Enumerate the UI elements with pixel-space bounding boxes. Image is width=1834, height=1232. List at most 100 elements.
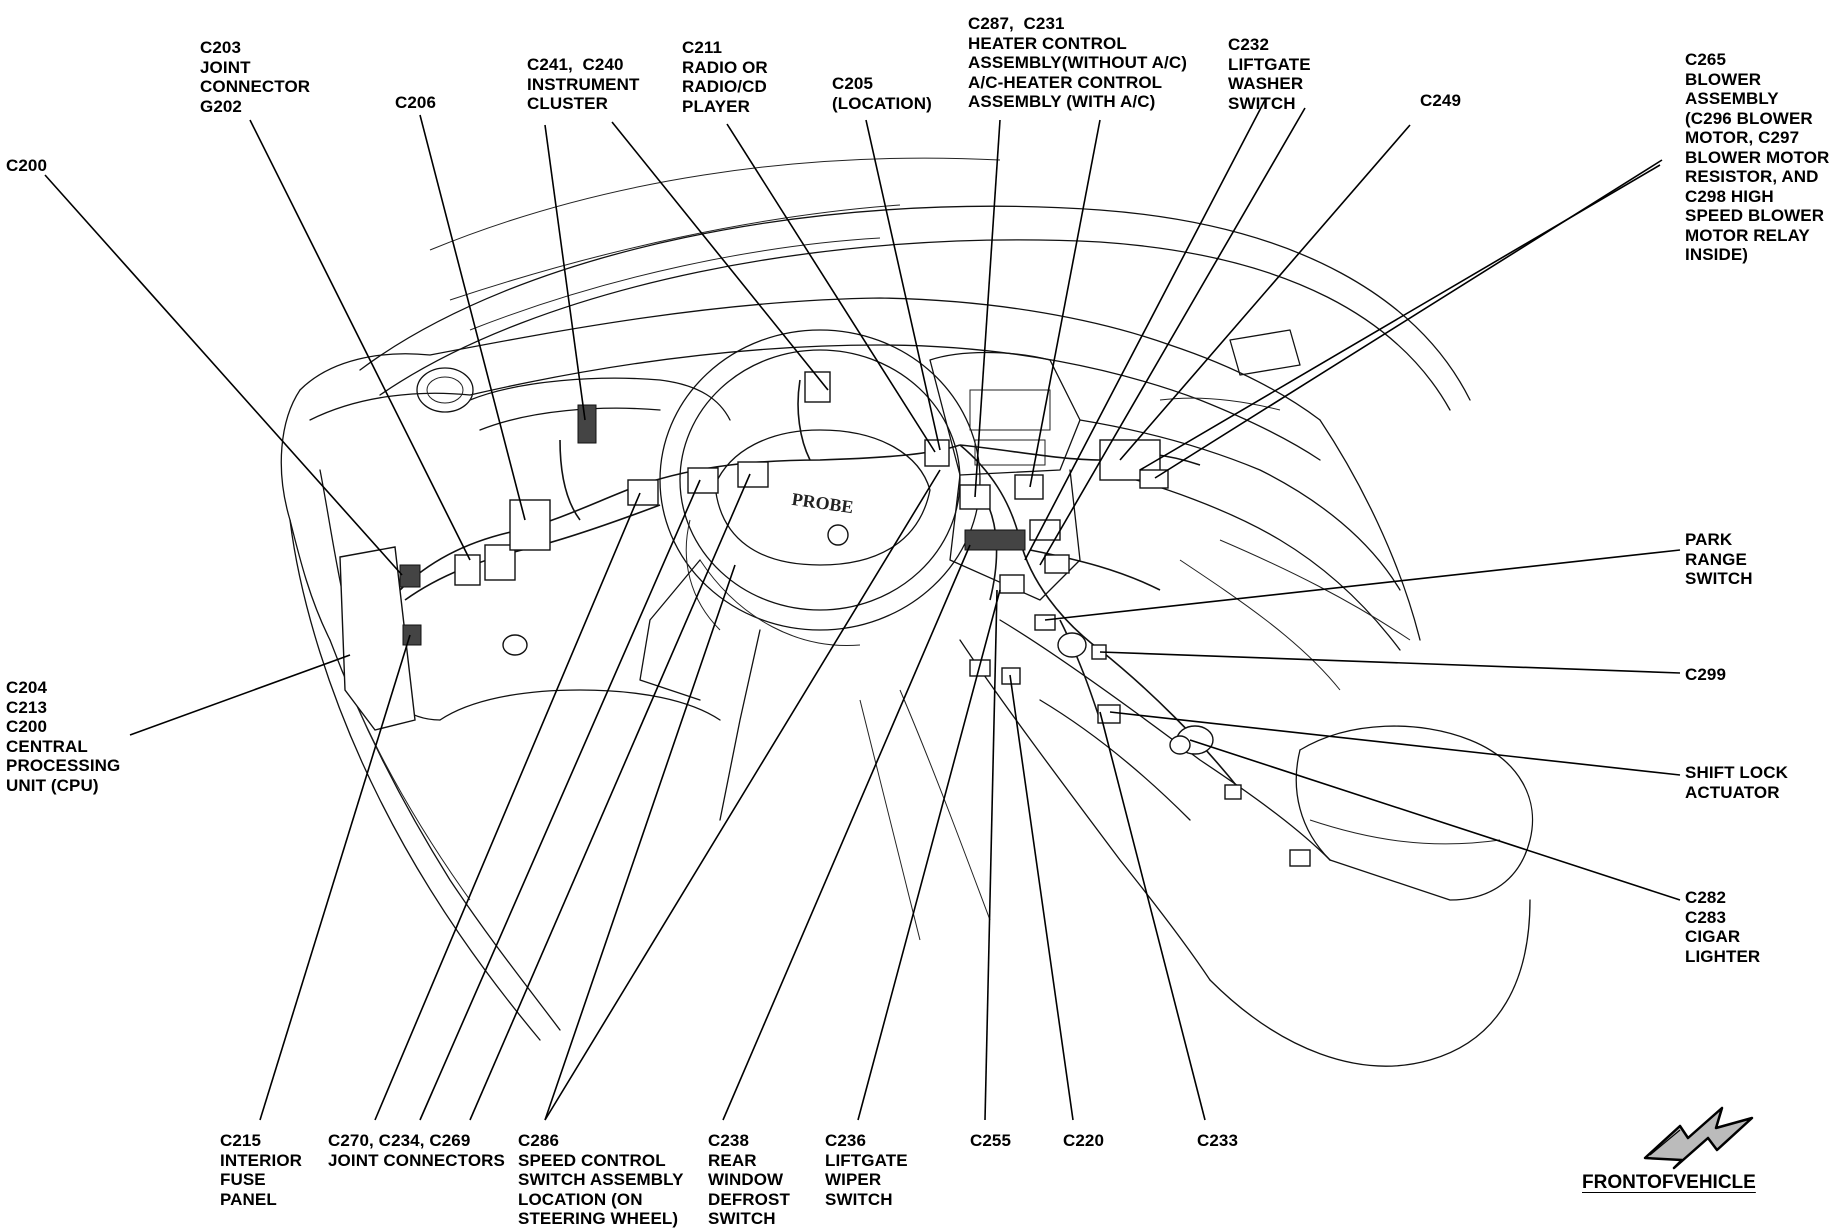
label-line: INTERIOR [220,1150,303,1170]
front-of-vehicle-arrow-icon [1643,1106,1754,1170]
label-line: RADIO OR [682,57,768,77]
label-line: SWITCH [1685,569,1753,588]
label-line: JOINT [200,57,251,77]
label-line: ACTUATOR [1685,782,1780,802]
label-line: C206 [395,93,437,112]
label-line: HEATER CONTROL [968,33,1127,53]
label-line: C299 [1685,665,1727,684]
label-line: SWITCH ASSEMBLY [518,1170,684,1189]
label-line: SPEED BLOWER [1685,206,1825,225]
label-line: PLAYER [682,96,750,116]
label-line: C270, C234, C269 [328,1131,471,1150]
label-line: SHIFT LOCK [1685,763,1788,782]
label-line: G202 [200,96,242,116]
label-line: C204 [6,678,48,697]
label-line: C213 [6,697,48,717]
label-line: C241, C240 [527,55,624,74]
label-c205: C205(LOCATION) [832,74,932,113]
dashboard-outline [280,157,1534,1067]
label-c206: C206 [395,93,436,113]
label-line: C233 [1197,1131,1239,1150]
label-line: C265 [1685,50,1727,69]
label-line: FUSE [220,1170,266,1189]
label-line: CENTRAL [6,736,88,756]
label-line: C232 [1228,35,1270,54]
label-c299: C299 [1685,665,1726,685]
label-line: CLUSTER [527,94,608,113]
label-line: RESISTOR, AND [1685,167,1819,186]
label-line: BLOWER MOTOR [1685,147,1830,167]
label-line: PANEL [220,1189,277,1209]
label-line: CIGAR [1685,927,1741,946]
label-line: WASHER [1228,74,1304,93]
label-line: ASSEMBLY(WITHOUT A/C) [968,53,1187,72]
leader-lines [44,99,1681,1121]
label-line: C220 [1063,1131,1105,1150]
label-line: STEERING WHEEL) [518,1209,679,1228]
label-line: C255 [970,1131,1012,1150]
label-line: C238 [708,1131,750,1150]
label-line: (LOCATION) [832,93,932,113]
label-line: RANGE [1685,549,1747,569]
label-line: C249 [1420,91,1462,110]
label-line: C200 [6,717,48,736]
label-line: LIGHTER [1685,946,1761,966]
label-line: BLOWER [1685,69,1762,89]
label-c249: C249 [1420,91,1461,111]
label-line: ASSEMBLY (WITH A/C) [968,92,1156,111]
label-line: INSTRUMENT [527,74,640,94]
label-line: CONNECTOR [200,77,311,96]
label-line: C205 [832,74,874,93]
label-c255: C255 [970,1131,1011,1151]
label-line: SWITCH [825,1189,893,1209]
label-line: C215 [220,1131,262,1150]
label-line: C298 HIGH [1685,186,1774,206]
label-line: C286 [518,1131,560,1150]
front-of-vehicle-label: FRONTOFVEHICLE [1582,1172,1756,1193]
label-line: MOTOR, C297 [1685,128,1800,147]
label-line: C283 [1685,907,1727,927]
label-line: LIFTGATE [1228,54,1311,74]
connector-components [339,371,1311,867]
label-line: ASSEMBLY [1685,89,1779,108]
label-line: C236 [825,1131,867,1150]
label-line: INSIDE) [1685,245,1749,264]
label-line: JOINT CONNECTORS [328,1150,505,1170]
label-line: C200 [6,156,48,175]
label-line: UNIT (CPU) [6,775,99,795]
label-c220: C220 [1063,1131,1104,1151]
label-line: C203 [200,38,242,57]
label-line: C282 [1685,888,1727,907]
label-c233: C233 [1197,1131,1238,1151]
label-line: WINDOW [708,1170,784,1189]
label-c200: C200 [6,156,47,176]
label-line: PARK [1685,530,1733,549]
label-line: REAR [708,1150,757,1170]
steering-hub-text: PROBE [791,489,855,517]
label-line: LOCATION (ON [518,1189,643,1209]
label-line: (C296 BLOWER [1685,108,1813,128]
label-line: SPEED CONTROL [518,1150,666,1170]
label-line: SWITCH [708,1209,776,1228]
label-line: WIPER [825,1170,882,1189]
label-line: PROCESSING [6,756,121,775]
label-line: C211 [682,38,723,57]
label-line: RADIO/CD [682,77,767,96]
label-line: LIFTGATE [825,1150,908,1170]
